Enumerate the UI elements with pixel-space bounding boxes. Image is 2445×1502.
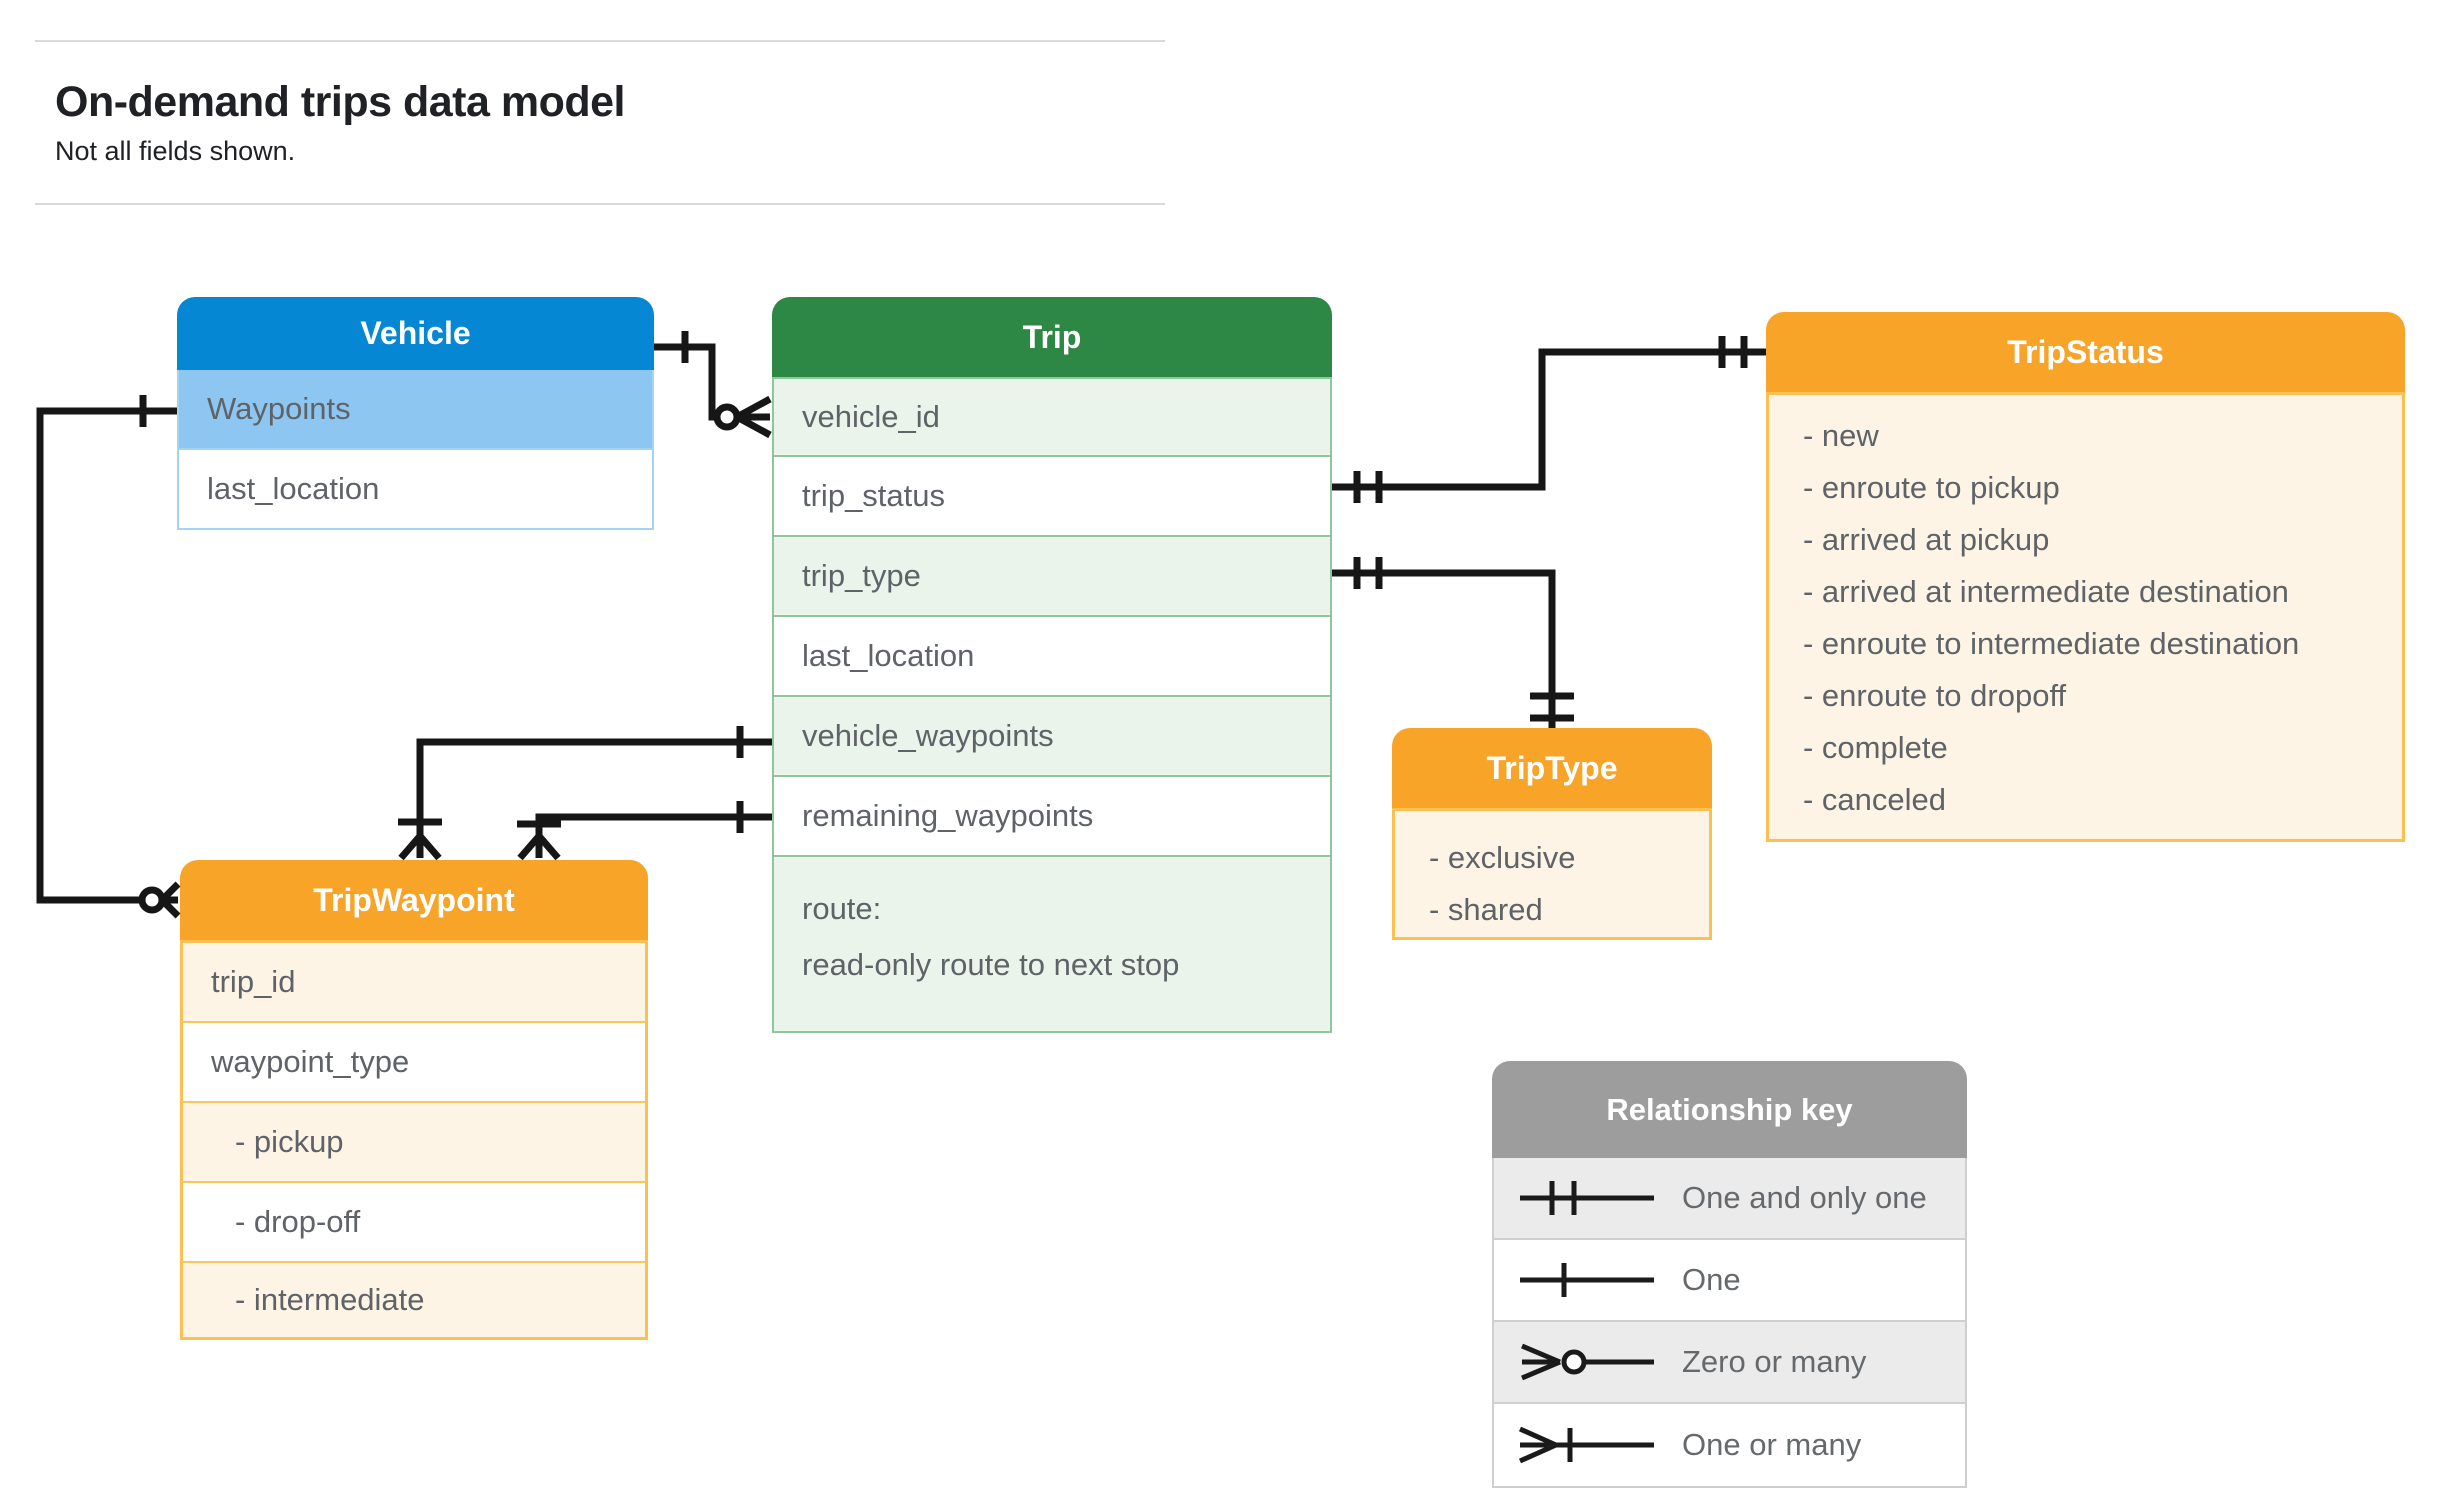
entity-tripstatus: TripStatus - new - enroute to pickup - a… <box>1766 312 2405 842</box>
trip-field-remaining-waypoints: remaining_waypoints <box>774 777 1330 857</box>
legend-label: One <box>1682 1262 1741 1297</box>
one-and-only-one-icon <box>1516 1176 1656 1220</box>
entity-vehicle: Vehicle Waypoints last_location <box>177 297 654 530</box>
connector-vehicle-waypoints-to-tripwaypoint <box>36 395 181 919</box>
trip-field-trip-type: trip_type <box>774 537 1330 617</box>
relationship-key-body: One and only one One Zero or many <box>1492 1158 1967 1488</box>
entity-tripwaypoint-title: TripWaypoint <box>180 860 648 940</box>
entity-tripwaypoint-body: trip_id waypoint_type - pickup - drop-of… <box>180 940 648 1340</box>
tripwaypoint-value-intermediate: - intermediate <box>183 1263 645 1337</box>
tripstatus-value: - complete <box>1803 730 1948 765</box>
connector-trip-remaining-waypoints-to-tripwaypoint <box>517 801 772 861</box>
trip-field-vehicle-waypoints: vehicle_waypoints <box>774 697 1330 777</box>
tripstatus-value: - new <box>1803 418 1879 453</box>
connector-trip-type-to-triptype <box>1332 557 1574 728</box>
entity-trip-body: vehicle_id trip_status trip_type last_lo… <box>772 377 1332 1033</box>
zero-circle-icon <box>713 403 741 431</box>
connector-trip-vehicle-waypoints-to-tripwaypoint <box>398 726 772 861</box>
title-divider <box>35 203 1165 205</box>
tripwaypoint-field-trip-id: trip_id <box>183 943 645 1023</box>
one-or-many-icon <box>1516 1423 1656 1467</box>
legend-label: One or many <box>1682 1427 1862 1462</box>
tripwaypoint-value-pickup: - pickup <box>183 1103 645 1183</box>
tripstatus-value: - enroute to pickup <box>1803 470 2060 505</box>
legend-row-zero-or-many: Zero or many <box>1494 1322 1965 1404</box>
connector-vehicle-to-trip <box>654 331 772 439</box>
page-subtitle: Not all fields shown. <box>55 136 296 166</box>
relationship-key: Relationship key One and only one One <box>1492 1061 1967 1488</box>
entity-triptype-body: - exclusive - shared <box>1392 808 1712 940</box>
tripstatus-value: - arrived at intermediate destination <box>1803 574 2289 609</box>
page-title: On-demand trips data model <box>55 78 625 126</box>
entity-tripstatus-title: TripStatus <box>1766 312 2405 392</box>
tripstatus-value: - enroute to dropoff <box>1803 678 2067 713</box>
tripstatus-value: - arrived at pickup <box>1803 522 2050 557</box>
entity-trip-title: Trip <box>772 297 1332 377</box>
trip-route-label: route: <box>802 891 882 926</box>
tripstatus-value: - enroute to intermediate destination <box>1803 626 2300 661</box>
legend-row-one-and-only-one: One and only one <box>1494 1158 1965 1240</box>
entity-triptype: TripType - exclusive - shared <box>1392 728 1712 940</box>
entity-tripwaypoint: TripWaypoint trip_id waypoint_type - pic… <box>180 860 648 1340</box>
entity-trip: Trip vehicle_id trip_status trip_type la… <box>772 297 1332 1033</box>
legend-label: One and only one <box>1682 1180 1927 1215</box>
legend-label: Zero or many <box>1682 1344 1867 1379</box>
trip-field-last-location: last_location <box>774 617 1330 697</box>
crow-foot-icon <box>517 833 561 861</box>
crow-foot-icon <box>159 881 181 919</box>
crow-foot-icon <box>735 395 772 439</box>
zero-or-many-icon <box>1516 1340 1656 1384</box>
entity-vehicle-body: Waypoints last_location <box>177 370 654 530</box>
entity-tripstatus-body: - new - enroute to pickup - arrived at p… <box>1766 392 2405 842</box>
vehicle-field-waypoints: Waypoints <box>179 370 652 450</box>
legend-row-one-or-many: One or many <box>1494 1404 1965 1486</box>
tripwaypoint-value-drop-off: - drop-off <box>183 1183 645 1263</box>
zero-circle-icon <box>138 886 166 914</box>
tripstatus-value: - canceled <box>1803 782 1947 817</box>
triptype-value: - exclusive <box>1429 840 1576 875</box>
trip-field-vehicle-id: vehicle_id <box>774 379 1330 457</box>
crow-foot-icon <box>398 833 442 861</box>
entity-vehicle-title: Vehicle <box>177 297 654 370</box>
tripwaypoint-field-waypoint-type: waypoint_type <box>183 1023 645 1103</box>
vehicle-field-last-location: last_location <box>179 450 652 528</box>
legend-row-one: One <box>1494 1240 1965 1322</box>
relationship-key-title: Relationship key <box>1492 1061 1967 1158</box>
trip-route-note: read-only route to next stop <box>802 947 1180 982</box>
trip-field-route: route: read-only route to next stop <box>774 857 1330 1031</box>
top-divider <box>35 40 1165 42</box>
one-icon <box>1516 1258 1656 1302</box>
triptype-value: - shared <box>1429 892 1543 927</box>
connector-trip-status-to-tripstatus <box>1332 336 1766 503</box>
entity-triptype-title: TripType <box>1392 728 1712 808</box>
trip-field-trip-status: trip_status <box>774 457 1330 537</box>
